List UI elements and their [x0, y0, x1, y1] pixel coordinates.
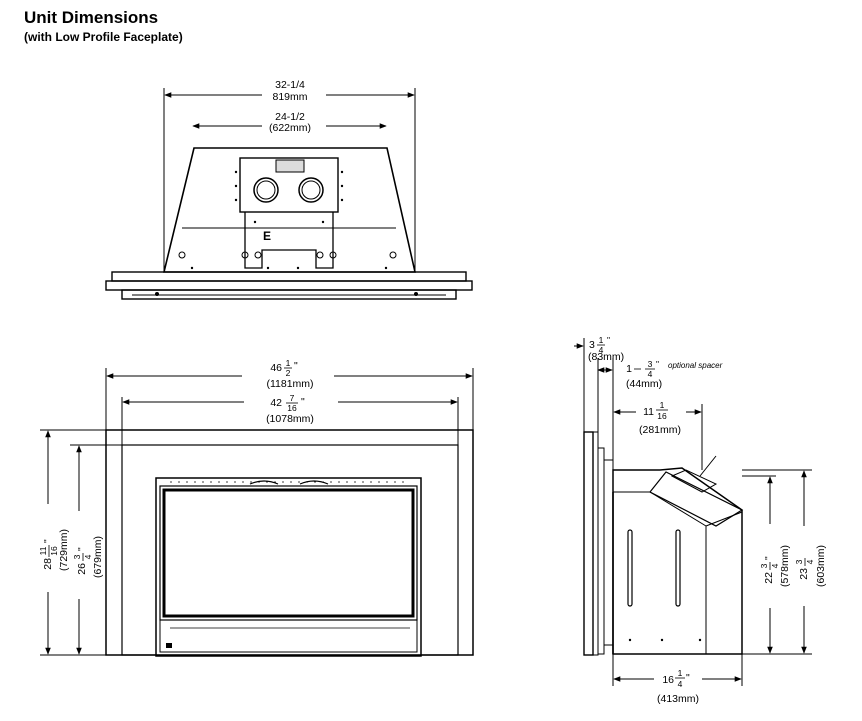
side-top-whole: 3 [589, 339, 595, 351]
faceplate-top-bar [111, 271, 467, 282]
firebox-opening [155, 477, 422, 657]
inner-width-mm: (622mm) [269, 122, 311, 134]
side-base-numerator: 1 [678, 668, 683, 678]
front-inner-height-whole: 26 [76, 563, 88, 575]
front-inner-height-numerator: 3 [72, 554, 82, 559]
front-height-mm: (729mm) [58, 529, 70, 571]
side-view: 3 1 4 " (83mm) 1 3 4 " optional spacer (… [574, 335, 832, 705]
spacer-denominator: 4 [648, 369, 653, 379]
vent-pipe-left-icon [253, 177, 279, 203]
side-height-denominator: 4 [770, 563, 780, 568]
front-inner-height-mm: (679mm) [92, 536, 104, 578]
side-depth-denominator: 16 [657, 411, 667, 421]
front-inner-width-denominator: 16 [287, 403, 297, 413]
side-depth-mm: (281mm) [639, 424, 681, 436]
side-depth-numerator: 1 [660, 400, 665, 410]
front-width-denominator: 2 [286, 368, 291, 378]
front-inner-width-inch-mark: " [301, 396, 305, 408]
front-inner-height-denominator: 4 [83, 554, 93, 559]
front-height-numerator: 11 [38, 546, 48, 555]
side-base-inch-mark: " [686, 672, 690, 684]
spacer-whole: 1 [626, 363, 632, 375]
page-subtitle: (with Low Profile Faceplate) [24, 30, 183, 44]
front-inner-height-inch-mark: " [76, 547, 88, 551]
side-faceplate [583, 431, 594, 656]
badge-letter: E [263, 229, 271, 243]
side-height-mm: (578mm) [779, 545, 791, 587]
front-height-inch-mark: " [42, 539, 54, 543]
inner-width-inches: 24-1/2 [275, 111, 305, 123]
front-width-numerator: 1 [286, 358, 291, 368]
side-top-inch-mark: " [607, 335, 610, 345]
side-base-whole: 16 [662, 674, 674, 686]
side-top-mm: (83mm) [588, 351, 624, 363]
front-height-denominator: 16 [49, 546, 59, 556]
front-view: 46 1 2 " (1181mm) 42 7 16 " (1078mm) 28 … [38, 358, 474, 657]
side-height-numerator: 3 [759, 563, 769, 568]
side-top-denominator: 4 [599, 345, 604, 355]
front-width-whole: 46 [270, 362, 282, 374]
page-title: Unit Dimensions [24, 8, 159, 27]
spacer-inch-mark: " [656, 359, 659, 369]
side-depth-whole: 11 [643, 406, 654, 418]
glass-panel [162, 488, 415, 618]
side-base-mm: (413mm) [657, 693, 699, 705]
spacer-numerator: 3 [648, 359, 653, 369]
spacer-note: optional spacer [668, 361, 723, 370]
side-overall-height-mm: (603mm) [815, 545, 827, 587]
side-base-denominator: 4 [678, 679, 683, 689]
vent-pipe-right-icon [298, 177, 324, 203]
side-top-numerator: 1 [599, 335, 604, 345]
front-width-inch-mark: " [294, 360, 298, 372]
spacer-mm: (44mm) [626, 378, 662, 390]
side-overall-height-whole: 23 [798, 568, 810, 580]
overall-width-mm: 819mm [272, 91, 307, 103]
logo-mark [166, 643, 172, 648]
side-overall-height-numerator: 3 [794, 559, 804, 564]
front-width-mm: (1181mm) [266, 378, 313, 390]
front-inner-width-mm: (1078mm) [266, 413, 314, 425]
overall-width-inches: 32-1/4 [275, 79, 305, 91]
top-view: 32-1/4 819mm 24-1/2 (622mm) E [105, 79, 473, 300]
side-height-whole: 22 [763, 572, 775, 584]
front-inner-width-whole: 42 [270, 397, 282, 409]
side-height-inch-mark: " [763, 556, 775, 560]
side-overall-height-denominator: 4 [805, 559, 815, 564]
front-inner-width-numerator: 7 [290, 393, 295, 403]
flue-collar-housing [239, 157, 339, 213]
front-height-whole: 28 [42, 558, 54, 570]
